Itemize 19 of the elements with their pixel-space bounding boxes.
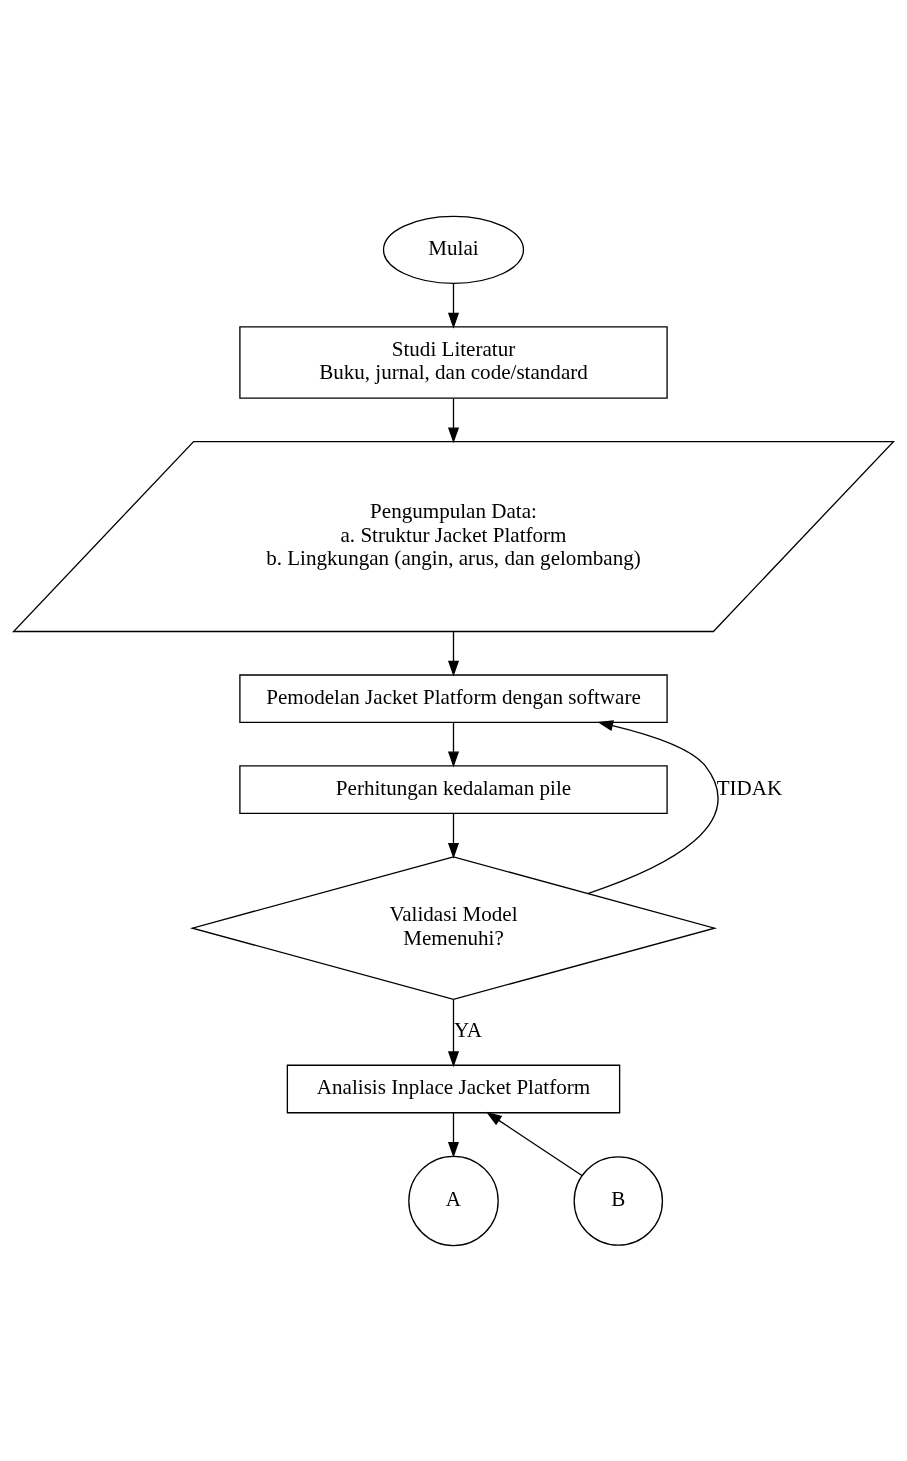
edge-label: TIDAK <box>716 775 783 800</box>
arrow <box>447 630 460 677</box>
node-box: Perhitungan kedalaman pile <box>239 764 668 814</box>
node-box: Studi Literatur Buku, jurnal, dan code/standard <box>239 325 668 399</box>
edge-label: YA <box>453 1017 483 1042</box>
arrow <box>587 719 719 894</box>
arrow <box>447 812 460 859</box>
arrow <box>447 998 460 1067</box>
node-diamond: Validasi Model Memenuhi? <box>189 855 718 1000</box>
node-ellipse: Mulai <box>382 215 525 284</box>
arrow <box>447 282 460 329</box>
arrow <box>447 721 460 767</box>
arrow <box>447 1111 460 1158</box>
node-circle: A <box>408 1155 499 1246</box>
node-box: Pemodelan Jacket Platform dengan software <box>239 673 668 723</box>
node-circle: B <box>573 1155 664 1246</box>
node-box: Analisis Inplace Jacket Platform <box>286 1064 621 1113</box>
arrow <box>485 1111 583 1176</box>
arrow <box>447 397 460 443</box>
